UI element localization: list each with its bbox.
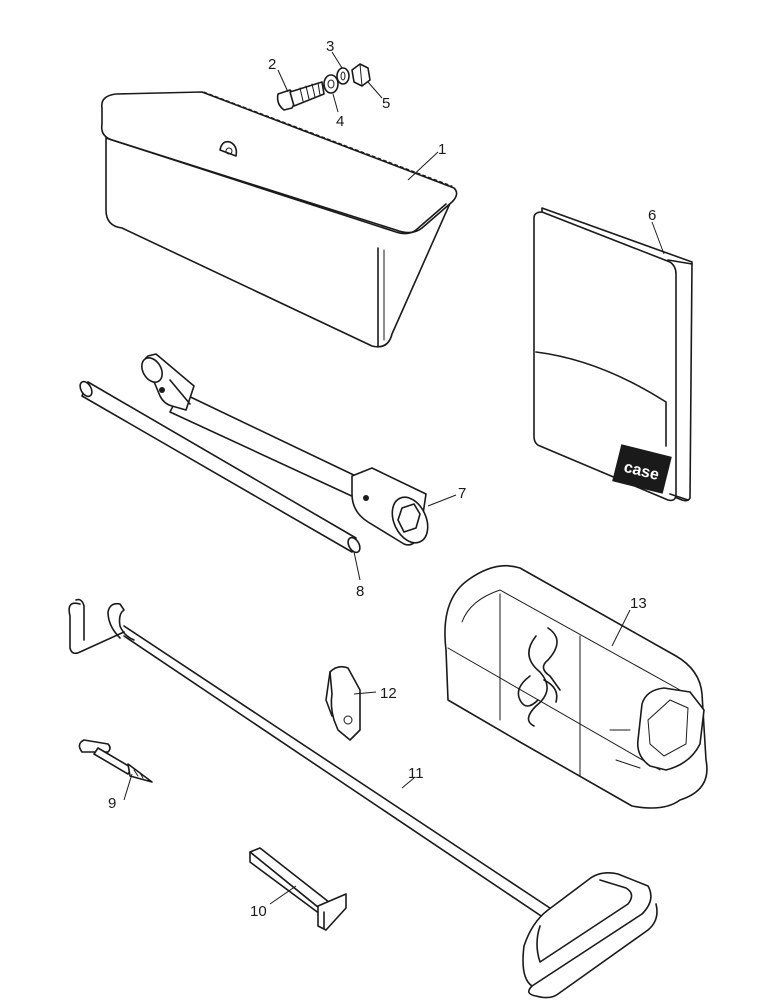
callout-3: 3: [326, 38, 334, 55]
leader-5: [367, 81, 383, 99]
case-logo-plate: [612, 444, 672, 494]
hex-key: [249, 847, 347, 931]
tool-box: [100, 91, 458, 348]
callout-13: 13: [630, 595, 647, 612]
callout-6: 6: [648, 207, 656, 224]
valve-key: [78, 739, 153, 783]
callouts: 1 2 3 4 5 6 7 8 9 10 11 12 13: [108, 38, 656, 920]
callout-1: 1: [438, 141, 446, 158]
callout-7: 7: [458, 485, 466, 502]
tommy-bar: [79, 380, 361, 554]
leader-10: [269, 885, 297, 905]
leader-6: [651, 221, 665, 255]
leader-1: [407, 151, 439, 181]
leader-lines: [123, 51, 665, 905]
clip: [325, 665, 361, 741]
callout-11: 11: [408, 765, 424, 782]
callout-2: 2: [268, 56, 276, 73]
callout-4: 4: [336, 113, 344, 130]
callout-9: 9: [108, 795, 116, 812]
crank-handle: [68, 598, 658, 999]
bolt: [276, 81, 325, 111]
leader-12: [353, 691, 377, 695]
box-wrench: [141, 353, 429, 546]
leader-3: [331, 51, 343, 69]
leader-2: [277, 69, 289, 93]
leader-4: [332, 93, 339, 113]
flat-washer: [323, 74, 339, 94]
leader-7: [427, 494, 457, 507]
callout-5: 5: [382, 95, 390, 112]
operator-manual: case: [533, 207, 693, 502]
leader-11: [401, 777, 415, 789]
callout-12: 12: [380, 685, 397, 702]
callout-10: 10: [250, 903, 267, 920]
leader-8: [353, 551, 361, 581]
spring-washer: [336, 67, 350, 85]
nut: [351, 63, 371, 87]
leader-9: [123, 773, 133, 801]
callout-8: 8: [356, 583, 364, 600]
leader-13: [611, 609, 631, 647]
tool-roll: [444, 564, 708, 809]
